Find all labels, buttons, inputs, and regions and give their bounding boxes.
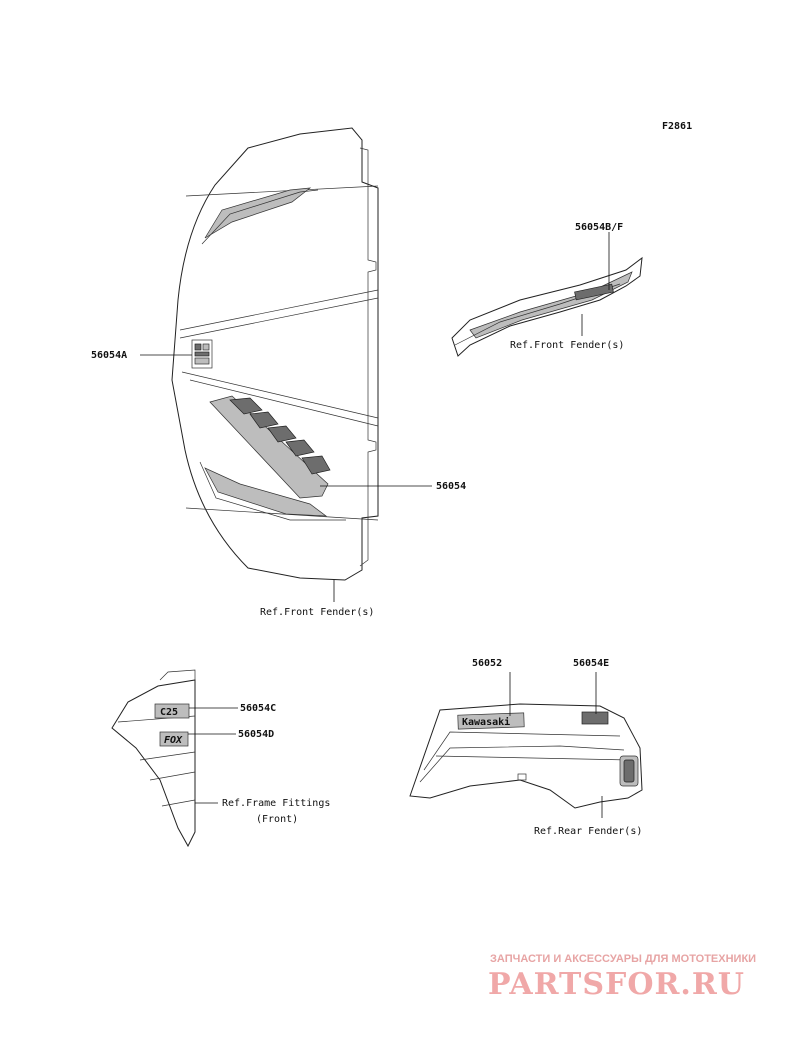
decal-56052: [457, 712, 525, 730]
decal-56054c: [154, 703, 190, 719]
frame-fittings-illustration: C25 FOX: [111, 669, 196, 848]
decal-56054bf: [574, 283, 614, 301]
figure-code: F2861: [662, 121, 692, 132]
label-56054bf: 56054B/F: [575, 222, 623, 233]
ref-frame-fittings-line1: Ref.Frame Fittings: [222, 798, 330, 809]
ref-front-fender-side: Ref.Front Fender(s): [510, 340, 624, 351]
label-56054a: 56054A: [91, 350, 127, 361]
watermark-tagline: ЗАПЧАСТИ И АКСЕССУАРЫ ДЛЯ МОТОТЕХНИКИ: [490, 953, 756, 965]
rear-fender-illustration: Kawasaki: [409, 703, 643, 809]
ref-frame-fittings-line2: (Front): [256, 814, 298, 825]
decal-kawasaki-text: Kawasaki: [462, 716, 510, 728]
label-56052: 56052: [472, 658, 502, 669]
label-56054d: 56054D: [238, 729, 274, 740]
decal-fox-text: FOX: [164, 735, 183, 746]
label-56054c: 56054C: [240, 703, 276, 714]
label-56054e: 56054E: [573, 658, 609, 669]
decal-c25-text: C25: [160, 707, 178, 718]
decal-56054d: [159, 731, 189, 747]
front-fender-illustration: [171, 127, 379, 581]
front-fender-side-illustration: [451, 256, 643, 357]
ref-front-fender-main: Ref.Front Fender(s): [260, 607, 374, 618]
label-56054: 56054: [436, 481, 466, 492]
decal-56054: [209, 395, 329, 499]
decal-56054a: [191, 339, 213, 369]
watermark-brand: PARTSFOR.RU: [488, 967, 745, 1002]
decal-56054e: [581, 711, 609, 725]
ref-rear-fender: Ref.Rear Fender(s): [534, 826, 642, 837]
